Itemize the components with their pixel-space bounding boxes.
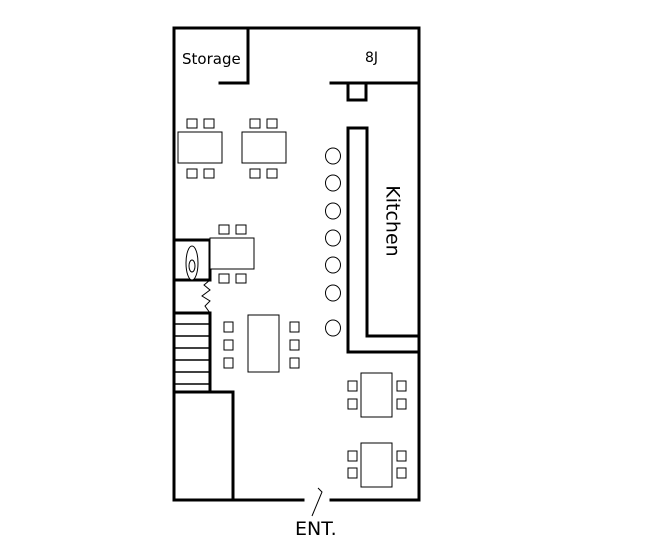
chair [218, 224, 230, 235]
partition-zigzag [201, 279, 211, 314]
stool [325, 319, 341, 337]
stool [325, 174, 341, 192]
chair [396, 450, 407, 462]
chair [203, 168, 215, 179]
chair [289, 339, 300, 351]
toilet-seat [188, 259, 196, 273]
kitchen-label: Kitchen [381, 185, 404, 257]
chair [289, 357, 300, 369]
stool [325, 147, 341, 165]
chair [223, 321, 234, 333]
stool [325, 229, 341, 247]
table-group-5 [347, 372, 407, 418]
chair [347, 380, 358, 392]
table [177, 131, 223, 164]
chair [266, 168, 278, 179]
table [247, 314, 280, 373]
stairs [174, 323, 210, 385]
stool [325, 284, 341, 302]
stair-wall [172, 311, 212, 394]
chair [223, 339, 234, 351]
table [360, 372, 393, 418]
storage-wall [218, 26, 250, 85]
chair [186, 118, 198, 129]
chair [223, 357, 234, 369]
table [209, 237, 255, 270]
table [360, 442, 393, 488]
chair [289, 321, 300, 333]
table-group-1 [177, 118, 223, 179]
storage-label: Storage [182, 50, 241, 68]
chair [249, 118, 261, 129]
chair [347, 467, 358, 479]
stool [325, 202, 341, 220]
chair [235, 224, 247, 235]
chair [396, 380, 407, 392]
room-8j-label: 8J [365, 50, 379, 66]
chair [186, 168, 198, 179]
room-8j-post [346, 81, 368, 102]
chair [235, 273, 247, 284]
chair [203, 118, 215, 129]
chair [396, 398, 407, 410]
table [241, 131, 287, 164]
table-group-6 [347, 442, 407, 488]
table-group-4 [223, 314, 300, 373]
outer-wall [172, 26, 421, 502]
chair [396, 467, 407, 479]
chair [249, 168, 261, 179]
stool [325, 256, 341, 274]
lower-left-room-wall [172, 390, 235, 502]
entrance-door [311, 487, 323, 517]
chair [347, 398, 358, 410]
counter-stools [325, 147, 341, 337]
entrance-label: ENT. [295, 518, 337, 540]
kitchen-counter [346, 126, 421, 354]
chair [347, 450, 358, 462]
chair [266, 118, 278, 129]
chair [218, 273, 230, 284]
table-group-3 [209, 224, 255, 284]
table-group-2 [241, 118, 287, 179]
